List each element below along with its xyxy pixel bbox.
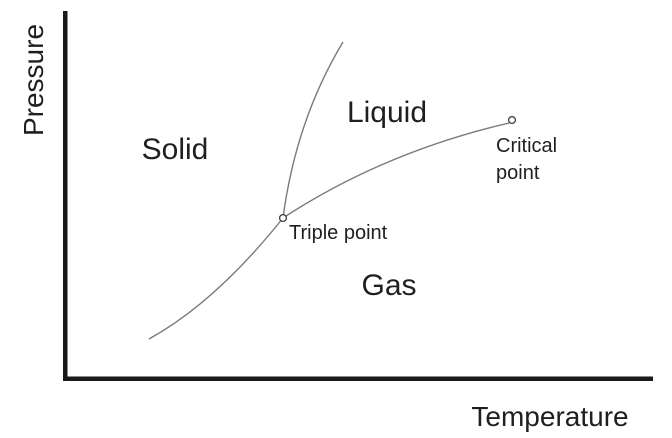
- sublimation-curve: [148, 217, 284, 340]
- melting-curve: [282, 41, 344, 219]
- x-axis-label: Temperature: [471, 401, 629, 432]
- triple-point-marker: [278, 213, 288, 223]
- region-label-solid: Solid: [141, 133, 209, 166]
- vaporization-curve: [282, 122, 510, 219]
- y-axis-label: Pressure: [18, 23, 49, 137]
- region-label-liquid: Liquid: [346, 96, 428, 129]
- region-label-gas: Gas: [361, 269, 417, 302]
- axes-lines: [63, 11, 653, 381]
- triple-point-label: Triple point: [289, 222, 388, 244]
- critical-point-label: Critical point: [496, 135, 558, 184]
- critical-point-marker: [507, 115, 517, 125]
